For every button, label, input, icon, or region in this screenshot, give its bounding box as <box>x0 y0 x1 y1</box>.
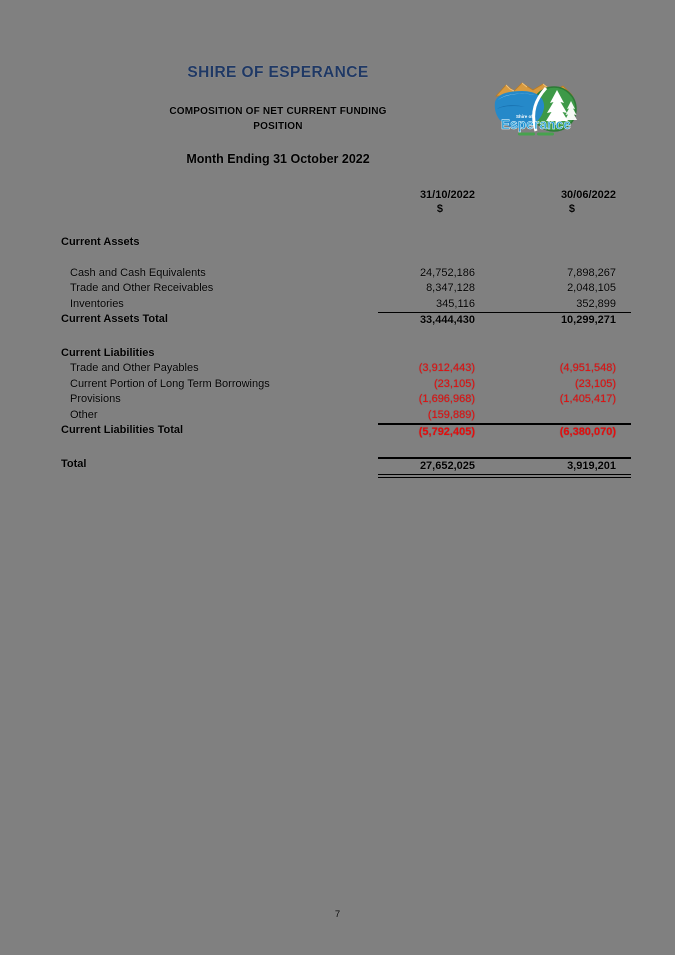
value-col1: 345,116 <box>436 297 475 310</box>
row-label: Current Liabilities Total <box>61 424 184 436</box>
trees-circle-icon <box>531 86 577 132</box>
value-col2: 352,899 <box>576 297 616 310</box>
row-label: Current Portion of Long Term Borrowings <box>70 377 270 390</box>
value-col2: 7,898,267 <box>567 266 616 279</box>
value-col2: (6,380,070) <box>559 426 616 438</box>
grand-total-row: Total 27,652,025 3,919,201 <box>61 456 631 475</box>
row-label: Inventories <box>70 297 124 310</box>
row-label: Cash and Cash Equivalents <box>70 266 206 279</box>
table-row: Cash and Cash Equivalents 24,752,186 7,8… <box>61 266 631 282</box>
logo-prefix-label: Shire of <box>516 114 533 119</box>
table-row: Trade and Other Receivables 8,347,128 2,… <box>61 281 631 297</box>
value-col1: 33,444,430 <box>419 314 475 326</box>
value-col2: (1,405,417) <box>559 393 616 405</box>
currency-symbol-2: $ <box>568 203 575 215</box>
period-title: Month Ending 31 October 2022 <box>186 152 370 166</box>
section-heading-current-assets: Current Assets <box>61 236 140 248</box>
column-header-date-2: 30/06/2022 <box>560 189 616 201</box>
current-assets-total-row: Current Assets Total 33,444,430 10,299,2… <box>61 312 631 329</box>
column-header-date-1: 31/10/2022 <box>419 189 475 201</box>
water-icon <box>494 91 545 129</box>
logo-tagline <box>518 132 554 136</box>
grand-total-block: Total 27,652,025 3,919,201 <box>61 456 631 478</box>
value-col1: 8,347,128 <box>426 282 475 294</box>
row-label: Total <box>61 457 87 470</box>
table-row: Trade and Other Payables (3,912,443) (4,… <box>61 361 631 377</box>
shire-of-esperance-logo: Shire of Esperance <box>494 82 577 136</box>
currency-symbol-1: $ <box>436 203 443 215</box>
table-row: Current Portion of Long Term Borrowings … <box>61 377 631 393</box>
swoosh-icon <box>532 86 548 132</box>
table-row: Other (159,889) <box>61 408 631 424</box>
value-col1: (1,696,968) <box>418 393 475 405</box>
value-col2: 10,299,271 <box>560 314 616 326</box>
row-label: Trade and Other Receivables <box>70 282 214 294</box>
currency-row: $ $ <box>61 202 631 216</box>
value-col1: 24,752,186 <box>419 266 475 279</box>
current-liabilities-total-row: Current Liabilities Total (5,792,405) (6… <box>61 423 631 441</box>
value-col1: (3,912,443) <box>418 362 475 374</box>
page-title: SHIRE OF ESPERANCE <box>187 64 369 81</box>
report-subtitle: COMPOSITION OF NET CURRENT FUNDING POSIT… <box>58 104 498 134</box>
value-col1: (5,792,405) <box>418 426 475 438</box>
report-subtitle-line1: COMPOSITION OF NET CURRENT FUNDING <box>169 106 387 117</box>
value-col2 <box>475 408 631 424</box>
page-number: 7 <box>334 909 341 920</box>
row-label: Other <box>70 408 98 421</box>
logo-wordmark: Esperance <box>501 117 571 132</box>
column-header-row: 31/10/2022 30/06/2022 <box>61 188 631 202</box>
value-col1: (159,889) <box>427 408 475 421</box>
value-col2: 3,919,201 <box>567 459 616 472</box>
row-label: Provisions <box>70 393 121 405</box>
report-subtitle-line2: POSITION <box>253 121 303 132</box>
value-col2: (4,951,548) <box>559 362 616 374</box>
value-col1: 27,652,025 <box>419 459 475 472</box>
row-label: Trade and Other Payables <box>70 362 199 374</box>
double-underline <box>378 477 631 478</box>
value-col1: (23,105) <box>434 377 475 390</box>
table-row: Inventories 345,116 352,899 <box>61 297 631 313</box>
row-label: Current Assets Total <box>61 313 168 325</box>
financial-table: 31/10/2022 30/06/2022 $ $ Current Assets… <box>61 186 631 478</box>
table-row: Provisions (1,696,968) (1,405,417) <box>61 392 631 408</box>
section-heading-current-liabilities: Current Liabilities <box>61 346 155 359</box>
value-col2: (23,105) <box>575 377 616 390</box>
value-col2: 2,048,105 <box>567 282 616 294</box>
report-header: SHIRE OF ESPERANCE COMPOSITION OF NET CU… <box>58 0 498 166</box>
